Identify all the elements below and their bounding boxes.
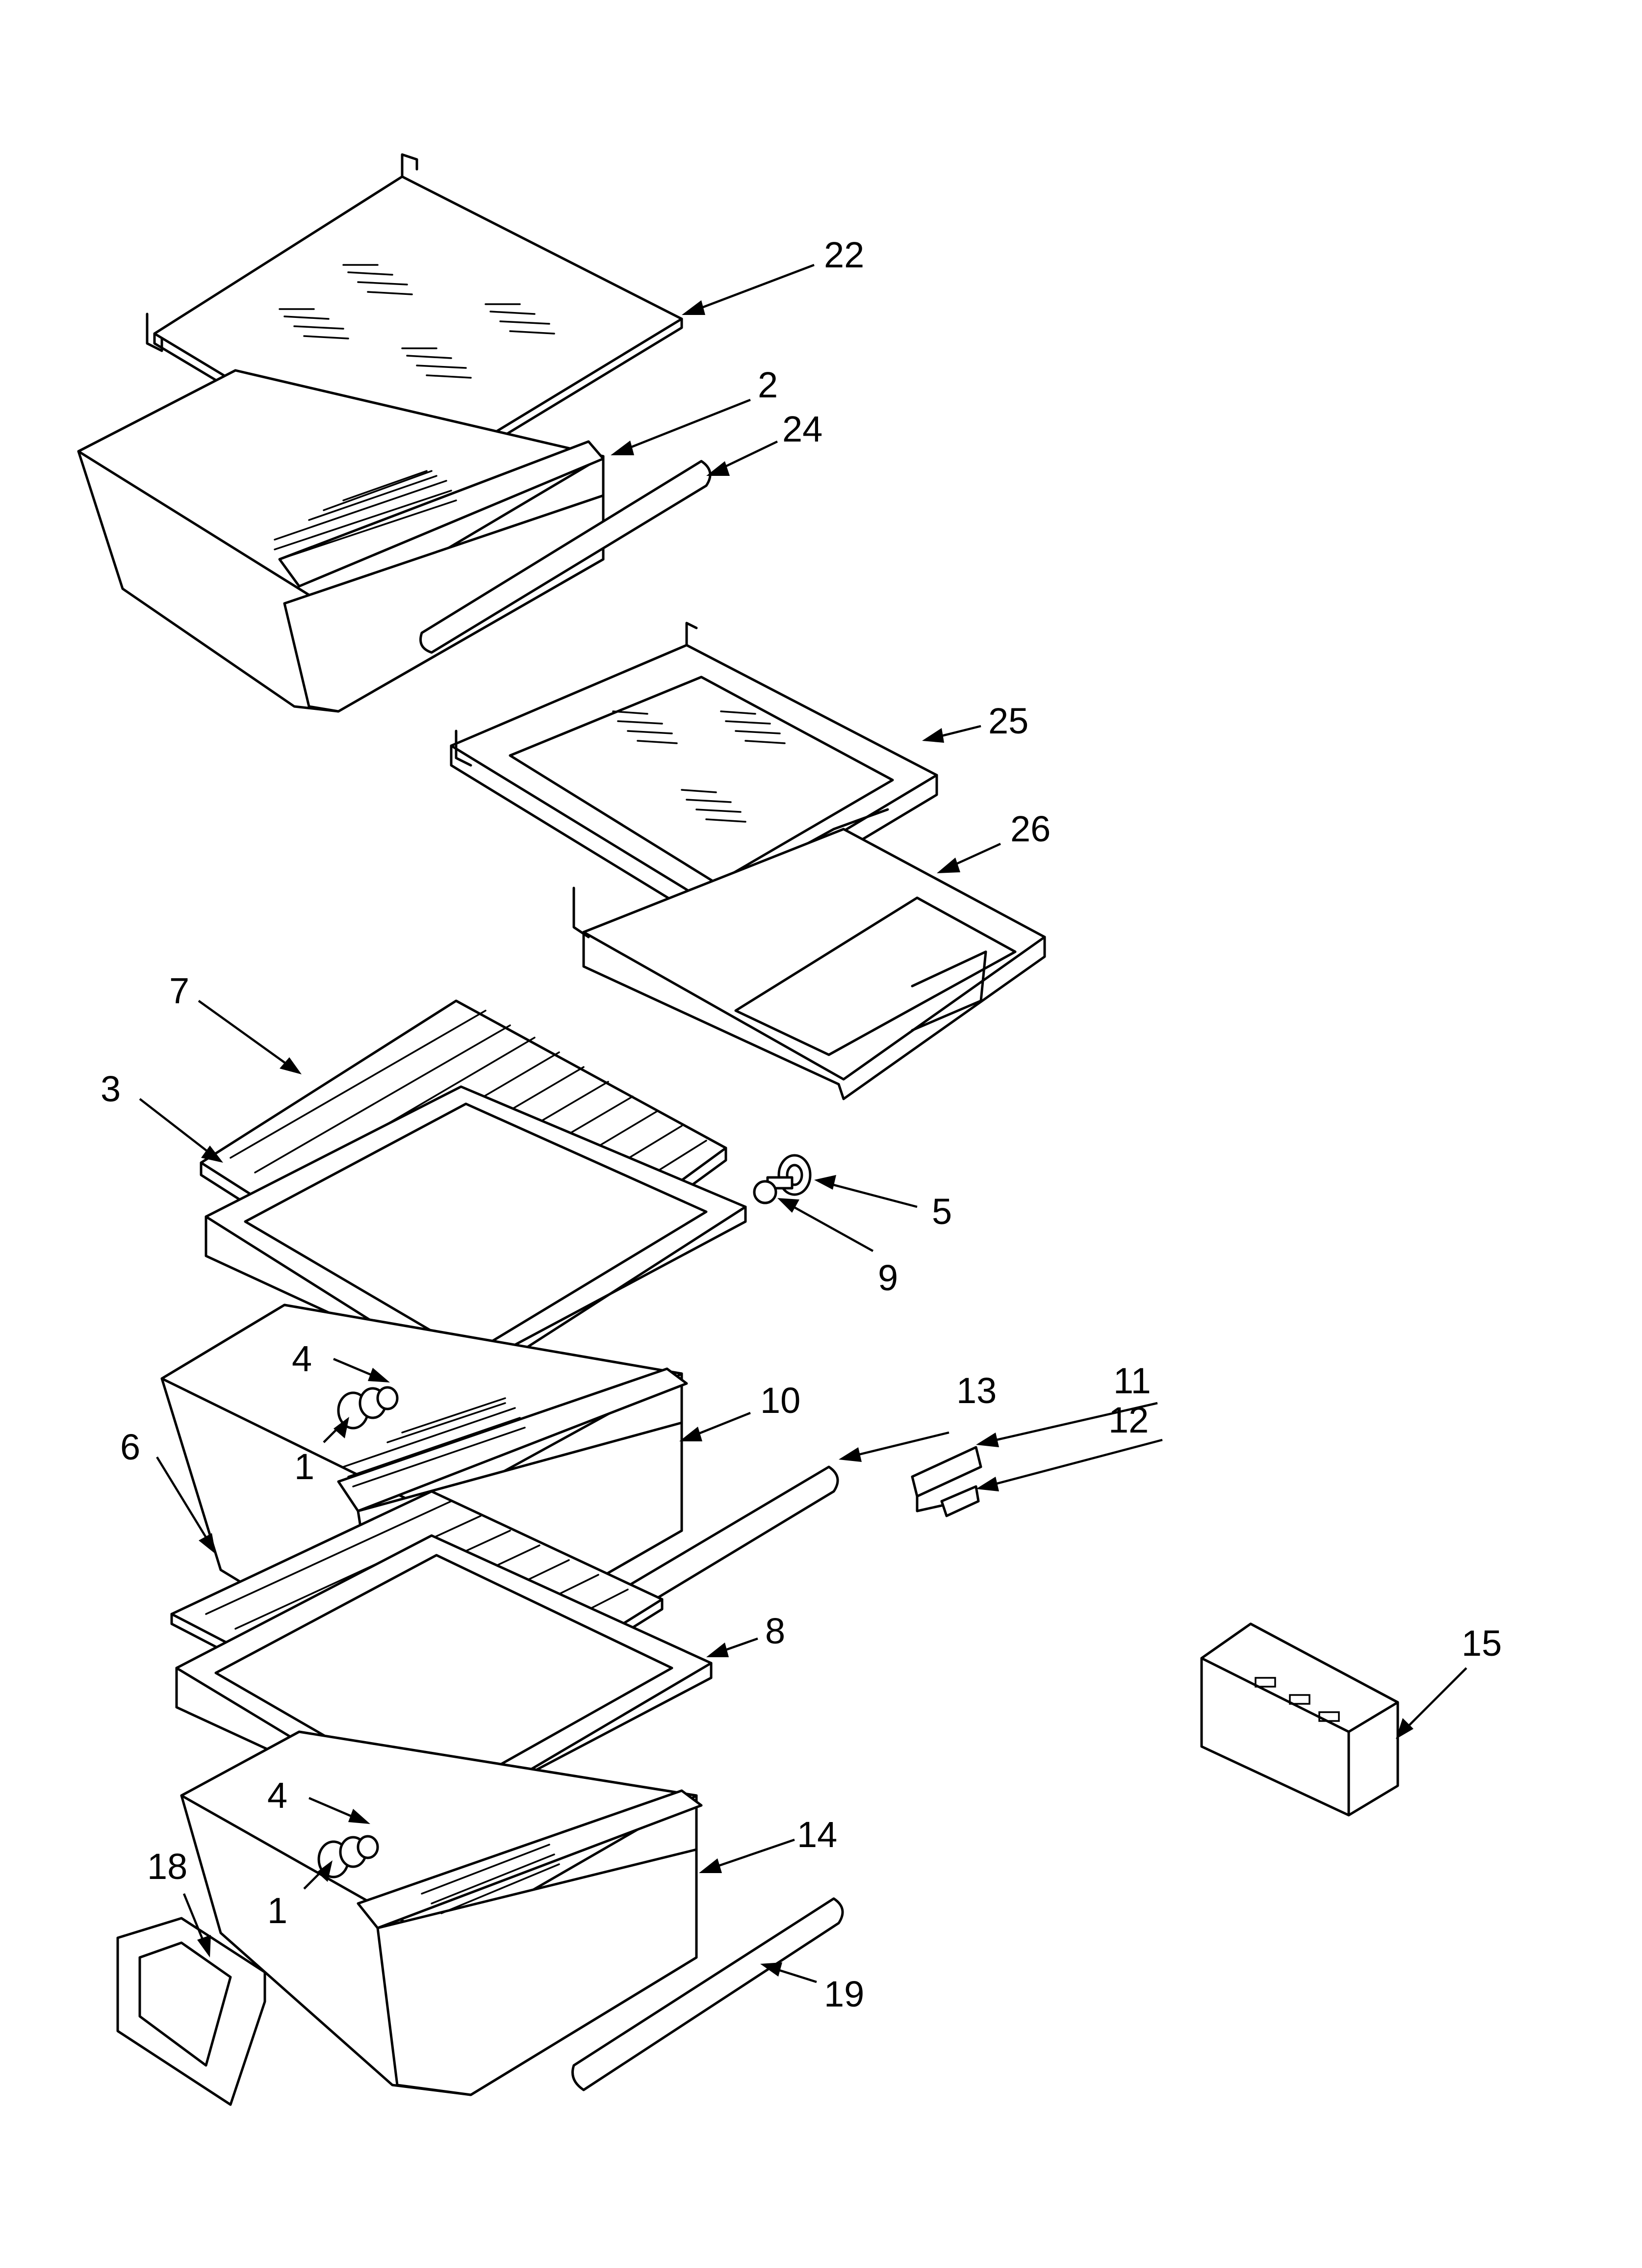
callout-8: 8 bbox=[765, 1611, 785, 1651]
upper-crisper-drawer bbox=[77, 369, 712, 713]
callout-1-lower: 1 bbox=[267, 1890, 287, 1931]
callout-5: 5 bbox=[932, 1191, 952, 1232]
part-5-9-wheel-screw bbox=[753, 1154, 812, 1204]
callout-7: 7 bbox=[169, 970, 189, 1011]
callout-25: 25 bbox=[988, 701, 1028, 741]
callout-3: 3 bbox=[101, 1069, 121, 1109]
part-14-lower-crisper-drawer bbox=[180, 1730, 703, 2096]
callout-10: 10 bbox=[760, 1380, 800, 1421]
callout-14: 14 bbox=[797, 1814, 837, 1855]
part-19-trim-bar bbox=[571, 1897, 844, 2091]
leader-lines bbox=[139, 263, 1467, 1983]
callout-11: 11 bbox=[1113, 1360, 1151, 1401]
part-11-12-clips bbox=[911, 1446, 982, 1517]
part-26-tray-frame bbox=[572, 828, 1046, 1100]
callout-12: 12 bbox=[1108, 1400, 1149, 1440]
part-3-shelf-frame bbox=[205, 1085, 747, 1385]
callout-9: 9 bbox=[878, 1257, 898, 1298]
callout-2: 2 bbox=[758, 365, 778, 405]
callout-6: 6 bbox=[120, 1427, 140, 1467]
callout-4-lower: 4 bbox=[267, 1775, 287, 1816]
part-18-label-holder bbox=[116, 1917, 266, 2106]
callout-labels: 22 2 24 25 26 7 3 5 9 4 1 10 13 11 12 6 … bbox=[101, 235, 1502, 2014]
callout-19: 19 bbox=[824, 1974, 864, 2014]
callout-13: 13 bbox=[956, 1370, 997, 1411]
callout-4-upper: 4 bbox=[292, 1338, 312, 1379]
part-15-door-bin bbox=[1200, 1622, 1399, 1817]
callout-15: 15 bbox=[1462, 1623, 1502, 1664]
callout-24: 24 bbox=[782, 409, 822, 449]
callout-18: 18 bbox=[147, 1846, 187, 1887]
callout-26: 26 bbox=[1010, 808, 1051, 849]
callout-22: 22 bbox=[824, 235, 864, 275]
callout-1-upper: 1 bbox=[294, 1446, 314, 1487]
